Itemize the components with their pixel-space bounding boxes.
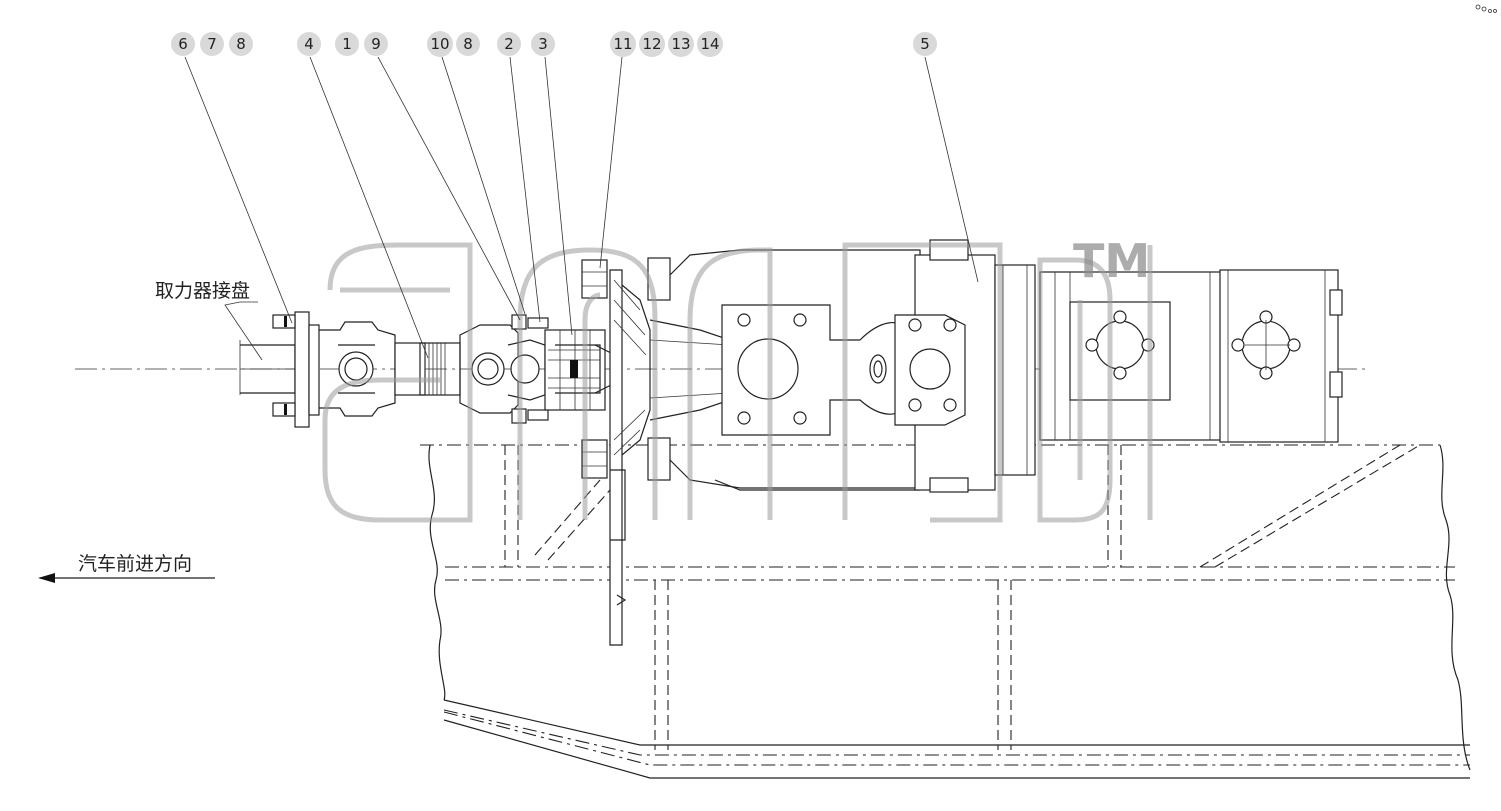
direction-indicator: 汽车前进方向: [38, 553, 215, 583]
arrow-left-icon: [38, 573, 55, 583]
svg-text:1: 1: [342, 35, 352, 53]
callout-12: 12: [639, 31, 665, 57]
callout-5: 5: [913, 32, 937, 56]
vehicle-frame: [420, 444, 1471, 779]
callout-9: 9: [364, 32, 388, 56]
corner-mark-icon: [1475, 4, 1497, 13]
svg-text:14: 14: [700, 35, 719, 53]
callout-3: 3: [531, 32, 555, 56]
callout-8b: 8: [456, 32, 480, 56]
svg-text:2: 2: [504, 35, 514, 53]
callout-11: 11: [610, 31, 636, 57]
svg-text:5: 5: [920, 35, 930, 53]
callout-13: 13: [668, 31, 694, 57]
svg-text:3: 3: [538, 35, 548, 53]
callout-4: 4: [297, 32, 321, 56]
vehicle-direction-label: 汽车前进方向: [78, 553, 192, 575]
pto-flange-label: 取力器接盘: [155, 280, 250, 302]
svg-text:13: 13: [671, 35, 690, 53]
pto-shaft: [240, 311, 320, 428]
callout-2: 2: [497, 32, 521, 56]
svg-text:8: 8: [236, 35, 246, 53]
callouts: 6 7 8 4 1 9 10 8 2 3 11 12 13 14 5: [171, 31, 937, 57]
callout-10: 10: [427, 31, 453, 57]
svg-text:7: 7: [207, 35, 217, 53]
callout-7: 7: [200, 32, 224, 56]
svg-text:11: 11: [613, 35, 632, 53]
svg-text:6: 6: [178, 35, 188, 53]
svg-text:9: 9: [371, 35, 381, 53]
trademark-text: TM: [1073, 234, 1150, 288]
svg-text:12: 12: [642, 35, 661, 53]
svg-text:8: 8: [463, 35, 473, 53]
leader-lines: [184, 56, 979, 361]
svg-text:10: 10: [430, 35, 449, 53]
svg-text:4: 4: [304, 35, 314, 53]
callout-1: 1: [335, 32, 359, 56]
callout-8a: 8: [229, 32, 253, 56]
coupling-housing: [544, 329, 616, 411]
callout-14: 14: [697, 31, 723, 57]
callout-6: 6: [171, 32, 195, 56]
watermark-logo: TM: [322, 234, 1153, 523]
